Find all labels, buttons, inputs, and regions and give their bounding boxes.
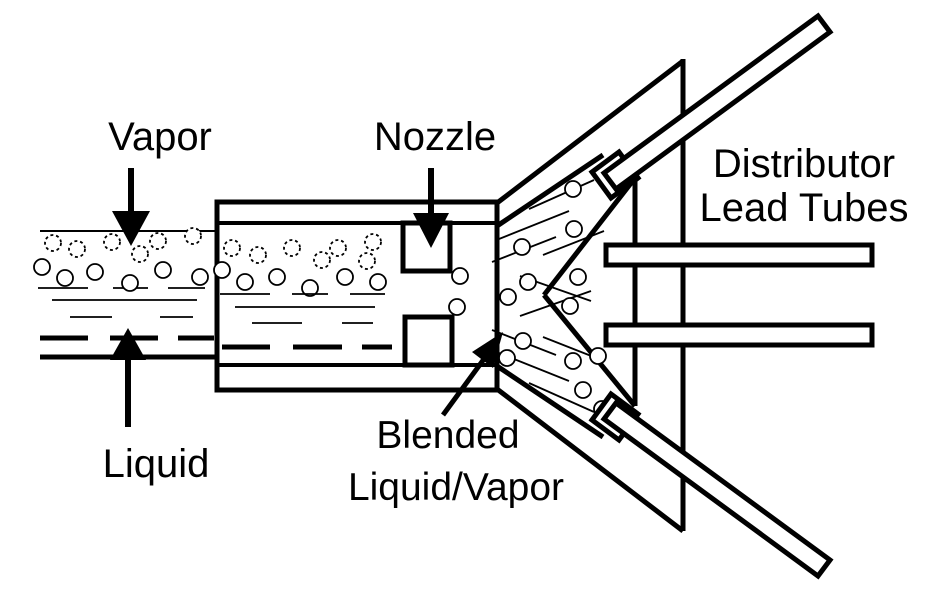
blended-label-line1: Blended	[376, 414, 519, 457]
mixing-pipe	[213, 199, 500, 393]
nozzle-arrow	[413, 168, 449, 248]
lead-tube-horizontal-lower	[603, 322, 875, 348]
blended-label-line2: Liquid/Vapor	[348, 466, 564, 509]
mixing-pipe-vapor-bubbles	[213, 233, 469, 316]
nozzle-block-bottom	[402, 314, 455, 368]
vapor-arrow	[112, 168, 150, 246]
cone-top-inner-wall	[495, 152, 605, 229]
inlet-liquid-surface-lines	[38, 287, 205, 318]
distributor-lead-tubes	[600, 12, 875, 580]
mixing-pipe-liquid-lines	[220, 293, 392, 350]
inlet-vapor-bubbles	[33, 227, 209, 292]
diffuser-cone	[495, 59, 685, 533]
blended-arrow	[440, 332, 503, 417]
lead-tube-horizontal-upper	[603, 242, 875, 268]
liquid-arrow	[110, 328, 146, 427]
inlet-pipe	[33, 227, 217, 360]
cone-top-outer-wall	[495, 59, 685, 205]
nozzle-label: Nozzle	[374, 115, 496, 159]
lead-tube-diagonal-top	[600, 12, 834, 193]
distributor-label-line2: Lead Tubes	[699, 186, 908, 230]
distributor-label-line1: Distributor	[713, 142, 895, 186]
lead-tube-diagonal-bottom	[600, 399, 834, 580]
mixing-pipe-outer-wall	[214, 199, 500, 393]
diagram-labels: Vapor Nozzle Liquid Blended Liquid/Vapor…	[103, 115, 909, 509]
cone-bottom-inner-wall	[495, 363, 605, 440]
liquid-label: Liquid	[103, 442, 210, 486]
vapor-label: Vapor	[108, 115, 212, 159]
cone-bottom-outer-wall	[495, 387, 685, 533]
